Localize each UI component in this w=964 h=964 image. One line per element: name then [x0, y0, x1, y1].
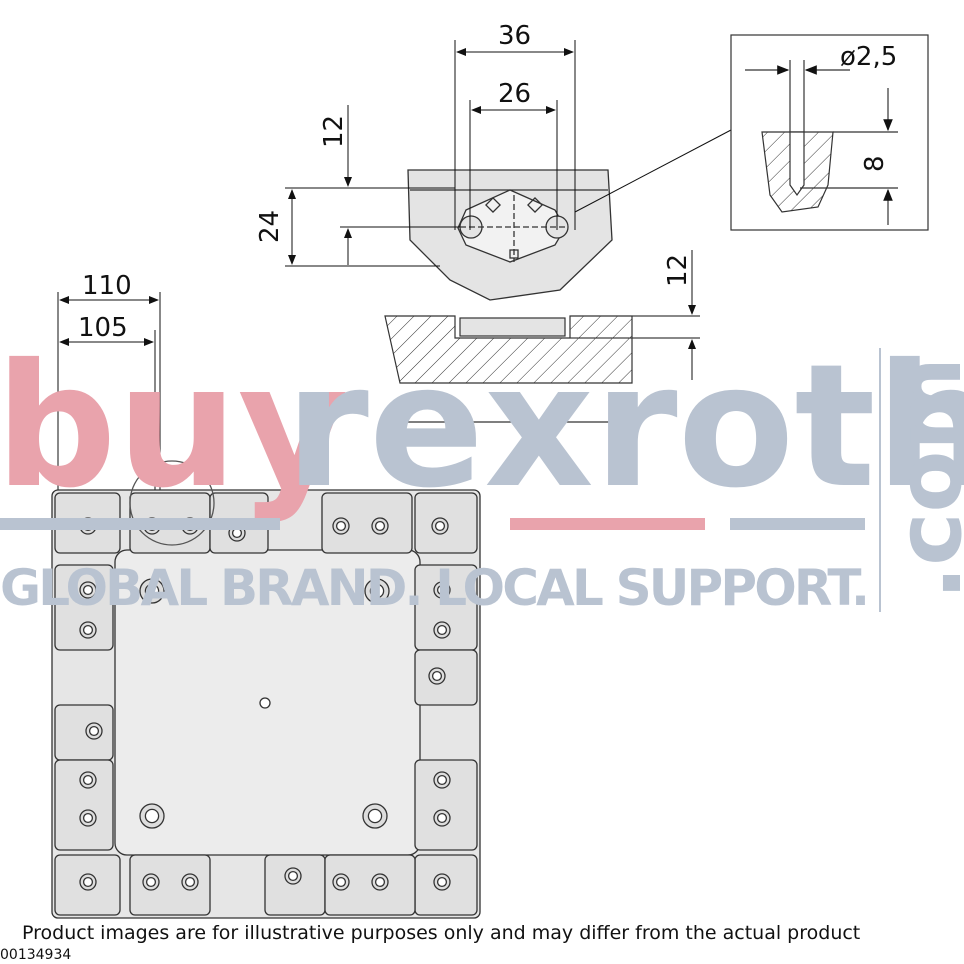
- screw-icon: [332, 873, 350, 891]
- dim-105: 105: [78, 313, 128, 343]
- clamp-block: [54, 704, 114, 761]
- screw-icon: [142, 873, 160, 891]
- screw-icon: [371, 873, 389, 891]
- screw-icon: [85, 722, 103, 740]
- bolt-hole-icon: [364, 578, 390, 604]
- dim-12-upper: 12: [319, 115, 349, 148]
- watermark-com: .com: [877, 357, 964, 600]
- clamp-block: [324, 854, 416, 916]
- screw-icon: [79, 771, 97, 789]
- screw-icon: [428, 667, 446, 685]
- screw-icon: [79, 809, 97, 827]
- clamp-block: [54, 759, 114, 851]
- dim-12-slot: 12: [663, 254, 693, 287]
- screw-icon: [79, 621, 97, 639]
- detail-view: [730, 34, 929, 231]
- bolt-hole-icon: [362, 803, 388, 829]
- mounting-plate: [51, 460, 481, 919]
- bolt-hole-icon: [139, 803, 165, 829]
- dim-36: 36: [498, 21, 531, 51]
- coupling-top-view: [407, 169, 613, 301]
- screw-icon: [332, 517, 350, 535]
- screw-icon: [433, 621, 451, 639]
- part-number: 00134934: [0, 947, 72, 963]
- screw-icon: [433, 771, 451, 789]
- dim-110: 110: [82, 271, 132, 301]
- distance-dimensions: [57, 292, 161, 500]
- screw-icon: [433, 873, 451, 891]
- disclaimer-text: Product images are for illustrative purp…: [22, 922, 861, 944]
- dim-pin-diameter: ø2,5: [840, 42, 897, 72]
- screw-icon: [431, 517, 449, 535]
- dim-26: 26: [498, 79, 531, 109]
- dim-24: 24: [255, 210, 285, 243]
- screw-icon: [371, 517, 389, 535]
- clamp-block: [54, 564, 114, 651]
- hatched-section: [384, 315, 633, 423]
- watermark-tagline: GLOBAL BRAND. LOCAL SUPPORT.: [0, 559, 870, 617]
- clamp-block: [414, 649, 478, 706]
- watermark-rexroth: rexroth: [285, 328, 964, 526]
- dimension-lines: [285, 40, 732, 380]
- bolt-hole-icon: [139, 578, 165, 604]
- watermark: buy rexroth GLOBAL BRAND. LOCAL SUPPORT.…: [0, 328, 964, 617]
- clamp-block: [129, 854, 211, 916]
- screw-icon: [79, 581, 97, 599]
- screw-icon: [284, 867, 302, 885]
- clamp-block: [414, 759, 478, 851]
- watermark-buy: buy: [0, 328, 349, 526]
- screw-icon: [181, 873, 199, 891]
- dim-8: 8: [860, 155, 890, 172]
- clamp-block: [321, 492, 413, 554]
- screw-icon: [433, 809, 451, 827]
- screw-icon: [433, 581, 451, 599]
- clamp-block: [264, 854, 326, 916]
- screw-icon: [79, 873, 97, 891]
